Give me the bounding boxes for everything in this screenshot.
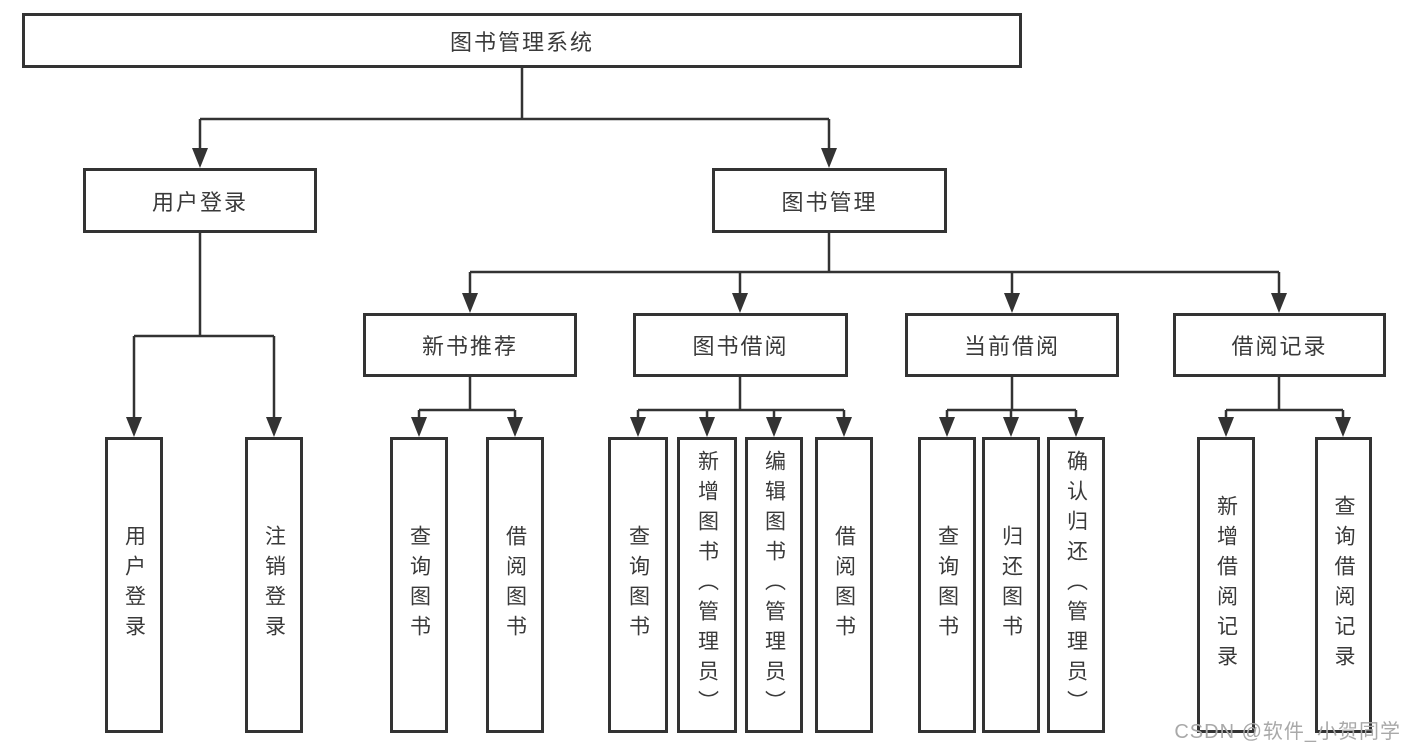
leaf-user-login: 用户登录 [105, 437, 163, 733]
leaf-add-book-admin: 新增图书（管理员） [677, 437, 737, 733]
leaf-user-login-label: 用户登录 [122, 525, 146, 645]
watermark: CSDN @软件_小贺同学 [1174, 721, 1401, 743]
node-user-login-group: 用户登录 [83, 168, 317, 233]
node-root-label: 图书管理系统 [449, 29, 594, 55]
leaf-logout: 注销登录 [245, 437, 303, 733]
leaf-query-book-borrow-label: 查询图书 [626, 525, 650, 645]
leaf-query-borrow-record: 查询借阅记录 [1315, 437, 1372, 733]
leaf-confirm-return-admin: 确认归还（管理员） [1047, 437, 1105, 733]
leaf-borrow-book-recommend: 借阅图书 [486, 437, 544, 733]
node-user-login-group-label: 用户登录 [151, 189, 248, 215]
leaf-query-book-current: 查询图书 [918, 437, 976, 733]
leaf-borrow-book-recommend-label: 借阅图书 [503, 525, 527, 645]
leaf-edit-book-admin: 编辑图书（管理员） [745, 437, 803, 733]
node-book-management: 图书管理 [712, 168, 947, 233]
leaf-query-book-borrow: 查询图书 [608, 437, 668, 733]
leaf-borrow-book-borrow: 借阅图书 [815, 437, 873, 733]
leaf-query-book-recommend: 查询图书 [390, 437, 448, 733]
leaf-query-book-recommend-label: 查询图书 [407, 525, 431, 645]
node-borrow-record: 借阅记录 [1173, 313, 1386, 377]
node-new-book-recommend-label: 新书推荐 [421, 334, 518, 359]
node-borrow-record-label: 借阅记录 [1231, 334, 1328, 359]
node-current-borrow: 当前借阅 [905, 313, 1119, 377]
node-book-management-label: 图书管理 [781, 189, 878, 215]
leaf-edit-book-admin-label: 编辑图书（管理员） [762, 450, 786, 720]
leaf-return-book-label: 归还图书 [999, 525, 1023, 645]
node-book-borrow-label: 图书借阅 [692, 334, 789, 359]
leaf-borrow-book-borrow-label: 借阅图书 [832, 525, 856, 645]
node-current-borrow-label: 当前借阅 [963, 334, 1060, 359]
leaf-logout-label: 注销登录 [262, 525, 286, 645]
leaf-return-book: 归还图书 [982, 437, 1040, 733]
leaf-add-book-admin-label: 新增图书（管理员） [695, 450, 719, 720]
leaf-add-borrow-record-label: 新增借阅记录 [1214, 495, 1238, 675]
node-root: 图书管理系统 [22, 13, 1022, 68]
node-new-book-recommend: 新书推荐 [363, 313, 577, 377]
leaf-query-borrow-record-label: 查询借阅记录 [1332, 495, 1355, 675]
leaf-confirm-return-admin-label: 确认归还（管理员） [1064, 450, 1088, 720]
leaf-query-book-current-label: 查询图书 [935, 525, 959, 645]
node-book-borrow: 图书借阅 [633, 313, 848, 377]
leaf-add-borrow-record: 新增借阅记录 [1197, 437, 1255, 733]
